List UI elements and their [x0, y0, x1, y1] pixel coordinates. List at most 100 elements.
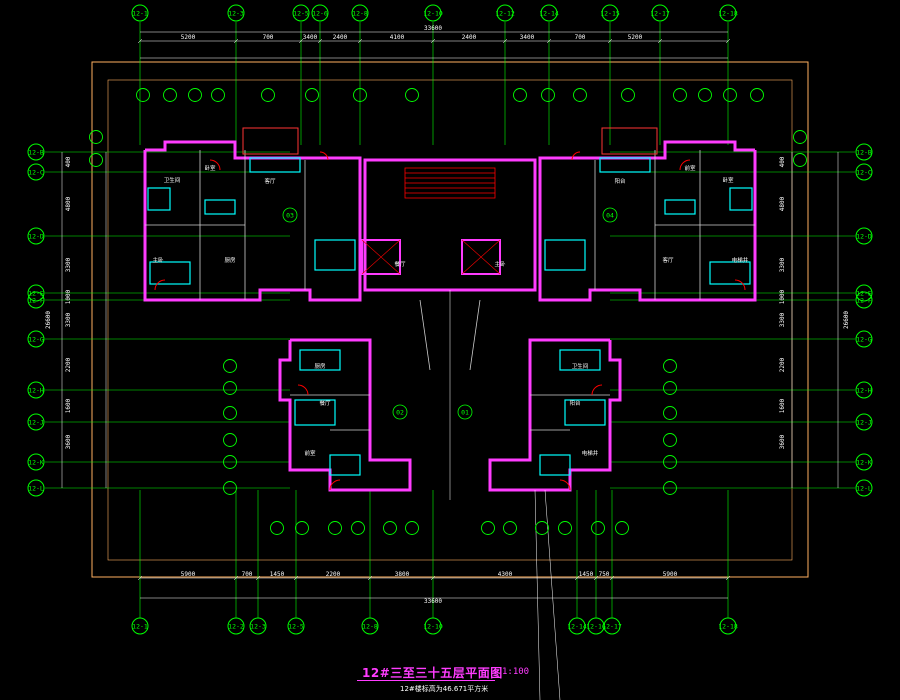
axis-bubble-left [27, 163, 45, 181]
axis-bubble-right [855, 413, 873, 431]
axis-bubble-bottom-label: 12-1 [132, 623, 148, 631]
right-chain-label: 4800 [779, 196, 786, 211]
grid-callout-bubble [698, 88, 712, 102]
dim-tick [657, 38, 663, 44]
axis-bubble-bottom [568, 617, 586, 635]
top-chain-label: 3400 [520, 34, 535, 41]
room-label: 卫生间 [164, 176, 181, 184]
room-label: 卫生间 [572, 362, 589, 370]
grid-callout-bubble [305, 88, 319, 102]
grid-callout-bubble [223, 381, 237, 395]
grid-callout-bubble [328, 521, 342, 535]
grid-callout-bubble [223, 481, 237, 495]
bottom-chain-label: 2200 [326, 571, 341, 578]
dim-tick [725, 38, 731, 44]
room-label: 卧室 [722, 176, 734, 184]
axis-bubble-left [27, 453, 45, 471]
top-chain-label: 2400 [333, 34, 348, 41]
interior-partitions [145, 150, 755, 431]
grid-callout-bubble [621, 88, 635, 102]
left-chain-label: 400 [65, 156, 72, 167]
bottom-chain-label: 1450 [270, 571, 285, 578]
dim-tick [255, 575, 261, 581]
grid-callout-bubble [663, 406, 677, 420]
axis-bubble-right [855, 381, 873, 399]
axis-bubble-bottom-label: 12-2 [228, 623, 244, 631]
axis-bubble-left [27, 330, 45, 348]
room-label: 餐厅 [394, 260, 406, 268]
grid-callout-bubble [188, 88, 202, 102]
grid-callout-bubble [353, 88, 367, 102]
axis-bubble-top [131, 4, 149, 22]
unit-marker-label: 03 [286, 212, 294, 220]
centerline [449, 290, 561, 700]
grid-callout-bubble [503, 521, 517, 535]
window-openings [147, 157, 753, 476]
grid-callout-bubble [663, 455, 677, 469]
room-label: 阳台 [614, 177, 626, 185]
bottom-chain-label: 700 [242, 571, 253, 578]
dim-tick [546, 38, 552, 44]
axis-bubble-bottom [361, 617, 379, 635]
axis-bubble-left [27, 479, 45, 497]
axis-bubble-right [855, 163, 873, 181]
dim-tick [725, 575, 731, 581]
grid-callout-bubble [558, 521, 572, 535]
axis-bubble-top [351, 4, 369, 22]
axis-bubble-right-label: 12-E [856, 290, 872, 298]
left-chain-label: 4800 [65, 196, 72, 211]
dim-tick [233, 38, 239, 44]
axis-bubble-right-label: 12-F [856, 297, 872, 305]
left-chain-label: 3300 [65, 257, 72, 272]
grid-callout-bubble [89, 130, 103, 144]
axis-bubble-bottom-label: 12-3 [250, 623, 266, 631]
top-chain-label: 5200 [628, 34, 643, 41]
axis-bubble-top-label: 12-1 [132, 10, 148, 18]
axis-bubble-left [27, 284, 45, 302]
left-chain-label: 1000 [65, 289, 72, 304]
unit-marker-label: 02 [396, 409, 404, 417]
axis-bubble-top-label: 12-10 [423, 10, 443, 18]
grid-callout-bubble [295, 521, 309, 535]
axis-bubble-bottom [131, 617, 149, 635]
dim-tick [430, 575, 436, 581]
axis-bubble-right-label: 12-D [856, 233, 872, 241]
dim-tick [137, 575, 143, 581]
axis-bubble-right [855, 479, 873, 497]
bottom-chain-label: 3800 [395, 571, 410, 578]
axis-bubble-right [855, 143, 873, 161]
grid-callout-bubble [793, 130, 807, 144]
axis-bubble-left-label: 12-D [28, 233, 44, 241]
axis-bubble-right-label: 12-J [856, 419, 872, 427]
room-label: 客厅 [264, 177, 276, 185]
axis-bubble-top [292, 4, 310, 22]
grid-callout-bubble [663, 433, 677, 447]
grid-callout-bubble [211, 88, 225, 102]
left-chain-label: 3600 [65, 434, 72, 449]
grid-callout-bubble [591, 521, 605, 535]
room-label: 主卧 [494, 260, 506, 268]
grid-callout-bubble [663, 481, 677, 495]
axis-bubble-bottom [287, 617, 305, 635]
axis-bubble-right [855, 453, 873, 471]
axis-bubble-bottom [249, 617, 267, 635]
unit-marker [457, 404, 473, 420]
drawing-scale: 1:100 [502, 667, 530, 677]
top-chain-label: 3400 [303, 34, 318, 41]
grid-callout-bubble [615, 521, 629, 535]
axis-bubble-top [719, 4, 737, 22]
dim-tick [430, 38, 436, 44]
right-chain-label: 1000 [779, 289, 786, 304]
axis-bubble-bottom [603, 617, 621, 635]
top-chain-label: 4100 [390, 34, 405, 41]
axis-bubble-right-label: 12-H [856, 387, 872, 395]
grid-callout-bubble [163, 88, 177, 102]
grid-callout-bubble [535, 521, 549, 535]
axis-bubble-top-label: 12-18 [718, 10, 738, 18]
dim-tick [593, 575, 599, 581]
grid-callout-bubble [270, 521, 284, 535]
axis-bubble-top [496, 4, 514, 22]
axis-bubble-left-label: 12-E [28, 290, 44, 298]
axis-bubble-top-label: 12-17 [650, 10, 670, 18]
